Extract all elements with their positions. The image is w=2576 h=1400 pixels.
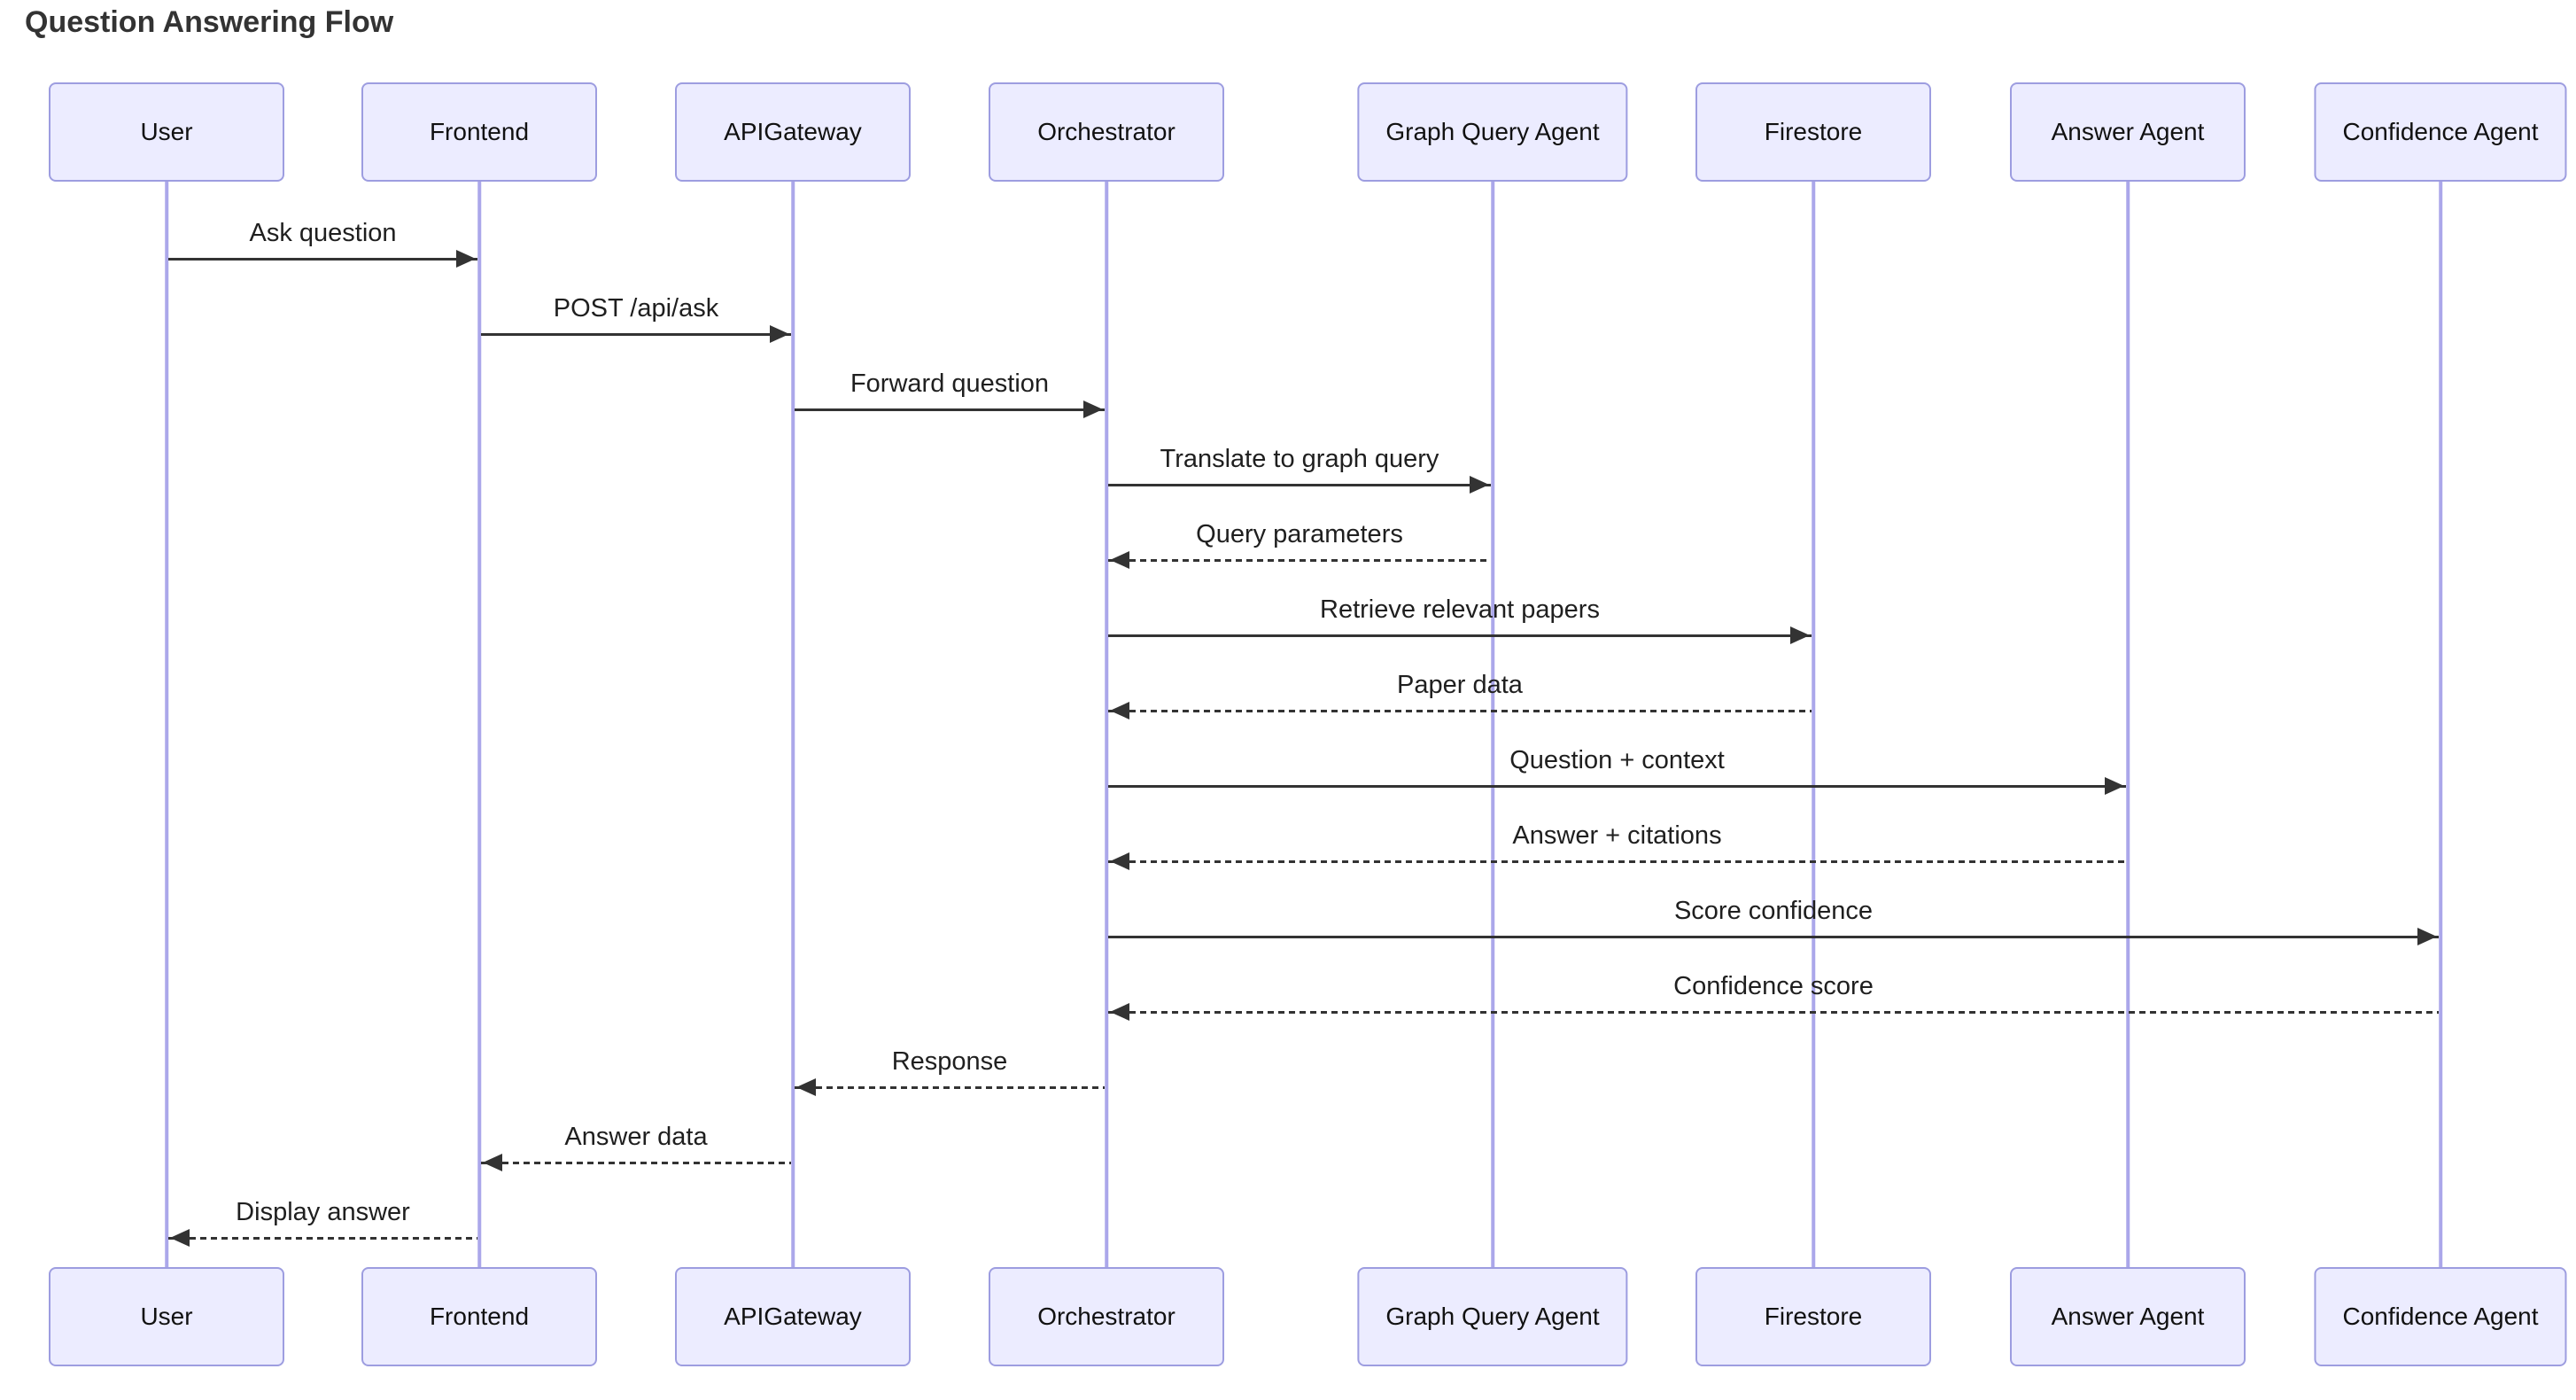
message-label: Confidence score (1673, 972, 1874, 1000)
actor-box-top: Confidence Agent (2314, 82, 2567, 182)
diagram-title: Question Answering Flow (25, 5, 394, 39)
lifeline (1812, 182, 1815, 1267)
lifeline (791, 182, 795, 1267)
arrowhead-icon (2105, 777, 2124, 795)
lifeline (1105, 182, 1108, 1267)
message-line (1108, 936, 2439, 938)
message-label: Ask question (249, 219, 397, 247)
lifeline (2439, 182, 2442, 1267)
message-line (1108, 1011, 2439, 1014)
actor-box-top: APIGateway (675, 82, 911, 182)
message-line (1108, 484, 1491, 486)
message-label: Query parameters (1196, 520, 1403, 548)
actor-label: Orchestrator (1037, 1303, 1175, 1330)
actor-label: Confidence Agent (2342, 118, 2539, 145)
actor-label: User (140, 1303, 193, 1330)
actor-box-top: Frontend (361, 82, 597, 182)
arrowhead-icon (770, 325, 789, 343)
actor-label: Graph Query Agent (1385, 118, 1600, 145)
actor-box-bottom: APIGateway (675, 1267, 911, 1366)
message-line (168, 258, 477, 261)
lifeline (165, 182, 168, 1267)
actor-label: Firestore (1764, 118, 1863, 145)
actor-label: Frontend (429, 1303, 530, 1330)
message-line (795, 1086, 1105, 1089)
arrowhead-icon (483, 1154, 502, 1171)
actor-box-bottom: Frontend (361, 1267, 597, 1366)
arrowhead-icon (1110, 852, 1129, 870)
message-line (1108, 634, 1812, 637)
actor-label: Answer Agent (2051, 118, 2205, 145)
message-line (481, 1162, 791, 1164)
actor-box-bottom: Orchestrator (989, 1267, 1224, 1366)
actor-label: User (140, 118, 193, 145)
message-label: Translate to graph query (1160, 445, 1439, 473)
arrowhead-icon (1110, 702, 1129, 719)
actor-box-top: Orchestrator (989, 82, 1224, 182)
actor-box-bottom: User (49, 1267, 284, 1366)
lifeline (2126, 182, 2130, 1267)
actor-box-bottom: Confidence Agent (2314, 1267, 2567, 1366)
message-line (1108, 559, 1491, 562)
message-label: Score confidence (1673, 897, 1874, 925)
actor-box-bottom: Answer Agent (2010, 1267, 2246, 1366)
message-label: Retrieve relevant papers (1320, 595, 1600, 624)
message-label: Answer data (564, 1123, 708, 1151)
message-line (1108, 710, 1812, 712)
message-line (1108, 860, 2126, 863)
actor-box-bottom: Firestore (1695, 1267, 1931, 1366)
arrowhead-icon (1083, 401, 1103, 418)
actor-box-top: User (49, 82, 284, 182)
message-label: Question + context (1509, 746, 1725, 774)
message-line (168, 1237, 477, 1240)
arrowhead-icon (1470, 476, 1489, 494)
message-label: Display answer (236, 1198, 410, 1226)
actor-box-bottom: Graph Query Agent (1357, 1267, 1628, 1366)
message-label: Response (891, 1047, 1008, 1076)
message-line (1108, 785, 2126, 788)
message-line (795, 408, 1105, 411)
arrowhead-icon (1110, 1003, 1129, 1021)
actor-label: Answer Agent (2051, 1303, 2205, 1330)
actor-label: Frontend (429, 118, 530, 145)
message-label: Forward question (850, 369, 1050, 398)
arrowhead-icon (1110, 551, 1129, 569)
message-label: POST /api/ask (553, 294, 719, 323)
arrowhead-icon (456, 250, 476, 268)
actor-box-top: Firestore (1695, 82, 1931, 182)
arrowhead-icon (170, 1229, 190, 1247)
lifeline (1491, 182, 1494, 1267)
message-line (481, 333, 791, 336)
message-label: Answer + citations (1512, 821, 1722, 850)
lifeline (477, 182, 481, 1267)
actor-label: Confidence Agent (2342, 1303, 2539, 1330)
message-label: Paper data (1397, 671, 1523, 699)
actor-label: APIGateway (724, 118, 862, 145)
actor-box-top: Answer Agent (2010, 82, 2246, 182)
actor-label: APIGateway (724, 1303, 862, 1330)
arrowhead-icon (796, 1078, 816, 1096)
actor-label: Graph Query Agent (1385, 1303, 1600, 1330)
actor-box-top: Graph Query Agent (1357, 82, 1628, 182)
actor-label: Firestore (1764, 1303, 1863, 1330)
arrowhead-icon (1790, 626, 1810, 644)
arrowhead-icon (2417, 928, 2437, 945)
actor-label: Orchestrator (1037, 118, 1175, 145)
